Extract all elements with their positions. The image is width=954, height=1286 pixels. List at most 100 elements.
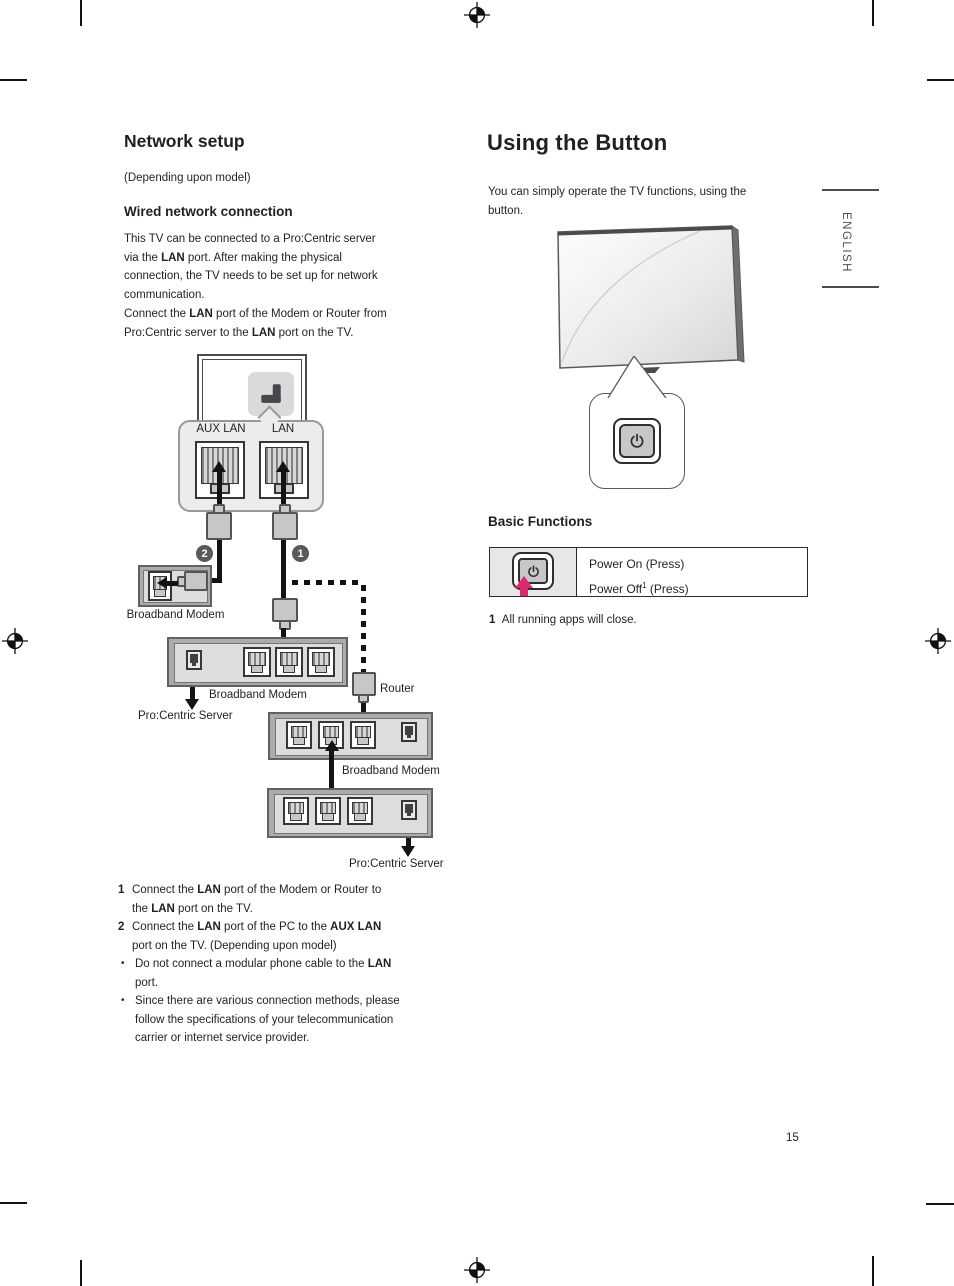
power-on-row: Power On (Press) [589, 557, 685, 571]
ethernet-plug-icon [352, 672, 376, 696]
ethernet-plug-icon [206, 512, 232, 540]
step-item: 1 Connect the LAN port of the Modem or R… [118, 881, 468, 918]
wired-network-heading: Wired network connection [124, 204, 293, 219]
press-arrow-stem [520, 587, 528, 596]
rj45-jack-icon [286, 721, 312, 749]
registration-mark-icon [2, 628, 28, 654]
power-icon [527, 565, 539, 577]
language-tab: ENGLISH [840, 211, 852, 273]
crop-mark [80, 0, 82, 26]
registration-mark-icon [464, 1257, 490, 1283]
power-button[interactable] [613, 418, 661, 464]
text-line: port. [135, 976, 159, 989]
router-label: Router [380, 683, 415, 695]
power-button-cell [490, 548, 577, 596]
wired-network-paragraph-2: Connect the LAN port of the Modem or Rou… [124, 305, 387, 342]
arrow-up-icon [276, 461, 290, 472]
cable-segment [217, 540, 222, 583]
bullet-icon: • [121, 995, 125, 1006]
text-line: button. [488, 204, 524, 217]
footnote: 1 All running apps will close. [489, 611, 637, 630]
text-line: Connect the LAN port of the PC to the AU… [132, 921, 382, 933]
note-bullet: • Do not connect a modular phone cable t… [118, 955, 468, 992]
step-number: 2 [118, 921, 125, 933]
step-badge-2: 2 [196, 545, 213, 562]
ethernet-plug-icon [177, 576, 186, 587]
cable-segment [406, 838, 411, 848]
text-line: connection, the TV needs to be set up fo… [124, 270, 378, 282]
procentric-server-left-label: Pro:Centric Server [138, 710, 233, 722]
text-line: follow the specifications of your teleco… [135, 1013, 394, 1026]
bullet-icon: • [121, 958, 125, 969]
rj45-jack-icon [315, 797, 341, 825]
power-key [619, 424, 655, 458]
cable-segment [281, 540, 286, 602]
cable-segment [209, 578, 222, 583]
crop-mark [0, 1202, 27, 1204]
crop-mark [80, 1260, 82, 1286]
ethernet-plug-icon [272, 512, 298, 540]
rj45-jack-icon [350, 721, 376, 749]
crop-mark [0, 79, 27, 81]
basic-functions-table: Power On (Press) Power Off1 (Press) [489, 547, 808, 597]
basic-functions-heading: Basic Functions [488, 514, 593, 529]
note-bullet: • Since there are various connection met… [118, 992, 468, 1048]
crop-mark [926, 1203, 954, 1205]
uplink-port-icon [401, 800, 417, 820]
tab-rule-top [822, 189, 879, 191]
arrow-down-icon [185, 699, 199, 710]
step-badge-1: 1 [292, 545, 309, 562]
text-line: Pro:Centric server to the LAN port on th… [124, 326, 354, 339]
press-arrow-icon [515, 576, 533, 588]
power-icon [630, 433, 644, 448]
power-actions-cell: Power On (Press) Power Off1 (Press) [577, 548, 807, 596]
uplink-port-icon [186, 650, 202, 670]
text-line: carrier or internet service provider. [135, 1032, 310, 1044]
registration-mark-icon [464, 2, 490, 28]
network-setup-subtitle: (Depending upon model) [124, 172, 251, 184]
cable-segment [329, 750, 334, 802]
text-line: Connect the LAN port of the Modem or Rou… [132, 884, 382, 896]
broadband-modem-mid-label: Broadband Modem [209, 689, 307, 701]
dashed-cable [292, 580, 364, 585]
text-line: You can simply operate the TV functions,… [488, 186, 747, 198]
footnote-text: All running apps will close. [501, 614, 637, 626]
text-line: Since there are various connection metho… [135, 995, 400, 1007]
registration-mark-icon [925, 628, 951, 654]
dashed-cable [361, 585, 366, 673]
footnote-number: 1 [489, 614, 496, 626]
step-number: 1 [118, 884, 125, 896]
cable-segment [166, 581, 178, 586]
uplink-port-icon [401, 722, 417, 742]
text-line: Do not connect a modular phone cable to … [135, 958, 392, 970]
network-setup-title: Network setup [124, 131, 245, 151]
cable-segment [217, 472, 222, 506]
callout-pointer [607, 356, 667, 398]
aux-lan-label: AUX LAN [196, 423, 246, 435]
cable-segment [361, 703, 366, 715]
rj45-jack-icon [307, 647, 335, 677]
arrow-down-icon [401, 846, 415, 857]
text-line: port on the TV. (Depending upon model) [132, 939, 337, 952]
broadband-modem-bottom-label: Broadband Modem [342, 765, 440, 777]
ethernet-plug-icon [358, 694, 369, 703]
power-off-row: Power Off1 (Press) [589, 581, 689, 596]
page-number: 15 [786, 1132, 799, 1144]
ethernet-plug-icon [184, 571, 208, 591]
cable-segment [190, 687, 195, 701]
lan-label: LAN [271, 423, 295, 435]
cable-segment [281, 472, 286, 506]
step-item: 2 Connect the LAN port of the PC to the … [118, 918, 468, 955]
procentric-server-bottom-label: Pro:Centric Server [349, 858, 444, 870]
arrow-up-icon [212, 461, 226, 472]
tab-rule-bottom [822, 286, 879, 288]
arrow-left-icon [157, 577, 167, 589]
connection-steps: 1 Connect the LAN port of the Modem or R… [118, 881, 468, 1048]
text-line: via the LAN port. After making the physi… [124, 251, 342, 264]
crop-mark [927, 79, 954, 81]
text-line: Connect the LAN port of the Modem or Rou… [124, 308, 387, 320]
rj45-jack-icon [243, 647, 271, 677]
rj45-jack-icon [347, 797, 373, 825]
using-button-intro: You can simply operate the TV functions,… [488, 183, 746, 220]
